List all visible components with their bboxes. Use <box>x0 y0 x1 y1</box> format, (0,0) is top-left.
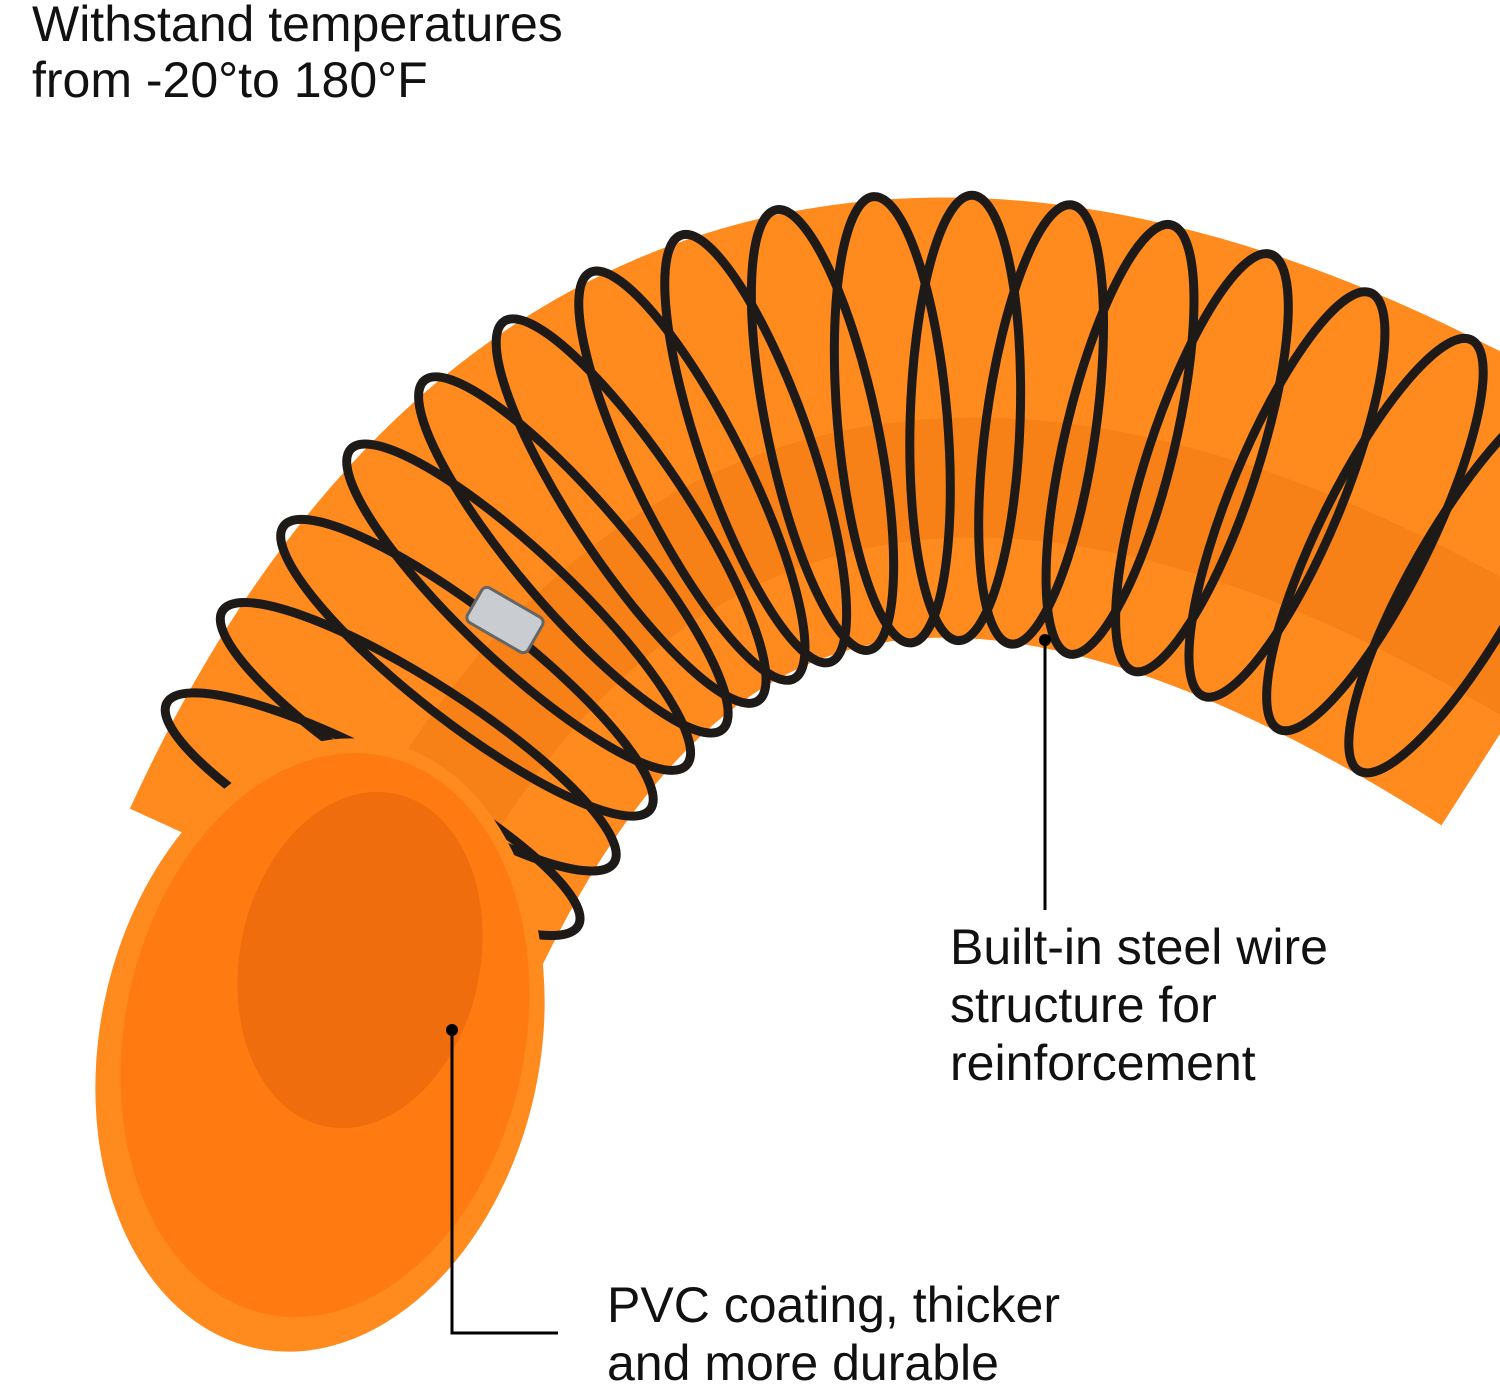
steel-wire-ring <box>1184 287 1390 702</box>
hose-opening-depth <box>237 791 483 1129</box>
steel-wire-ring <box>660 229 852 668</box>
caption-line: Built-in steel wire <box>950 919 1328 975</box>
pvc-callout-line <box>450 1030 558 1335</box>
steel-wire-ring <box>1041 219 1199 659</box>
steel-wire-ring <box>342 439 696 775</box>
caption-line: PVC coating, thicker <box>607 1277 1060 1333</box>
steel-wire-ring <box>574 266 810 685</box>
steel-wire-ring <box>1262 333 1488 736</box>
steel-wire-caption: Built-in steel wire structure for reinfo… <box>950 918 1328 1092</box>
steel-wire-ring <box>491 314 771 708</box>
caption-line: and more durable <box>607 1335 999 1385</box>
steel-wire-ring <box>829 192 955 648</box>
steel-wire-ring <box>414 372 733 738</box>
temperature-caption: Withstand temperatures from -20°to 180°F <box>32 0 563 108</box>
steel-wire-ring <box>974 200 1109 649</box>
pvc-caption: PVC coating, thicker and more durable <box>607 1276 1060 1385</box>
steel-wire-ring <box>905 190 1026 646</box>
metal-clip <box>465 585 545 655</box>
steel-wire-ring <box>746 205 899 655</box>
caption-line: Withstand temperatures <box>32 0 563 52</box>
caption-line: structure for <box>950 977 1217 1033</box>
steel-wire-ring <box>1344 388 1500 778</box>
steel-wire-ring <box>1111 249 1293 677</box>
caption-line: reinforcement <box>950 1035 1256 1091</box>
hose-body <box>129 197 1500 993</box>
caption-line: from -20°to 180°F <box>32 52 428 108</box>
